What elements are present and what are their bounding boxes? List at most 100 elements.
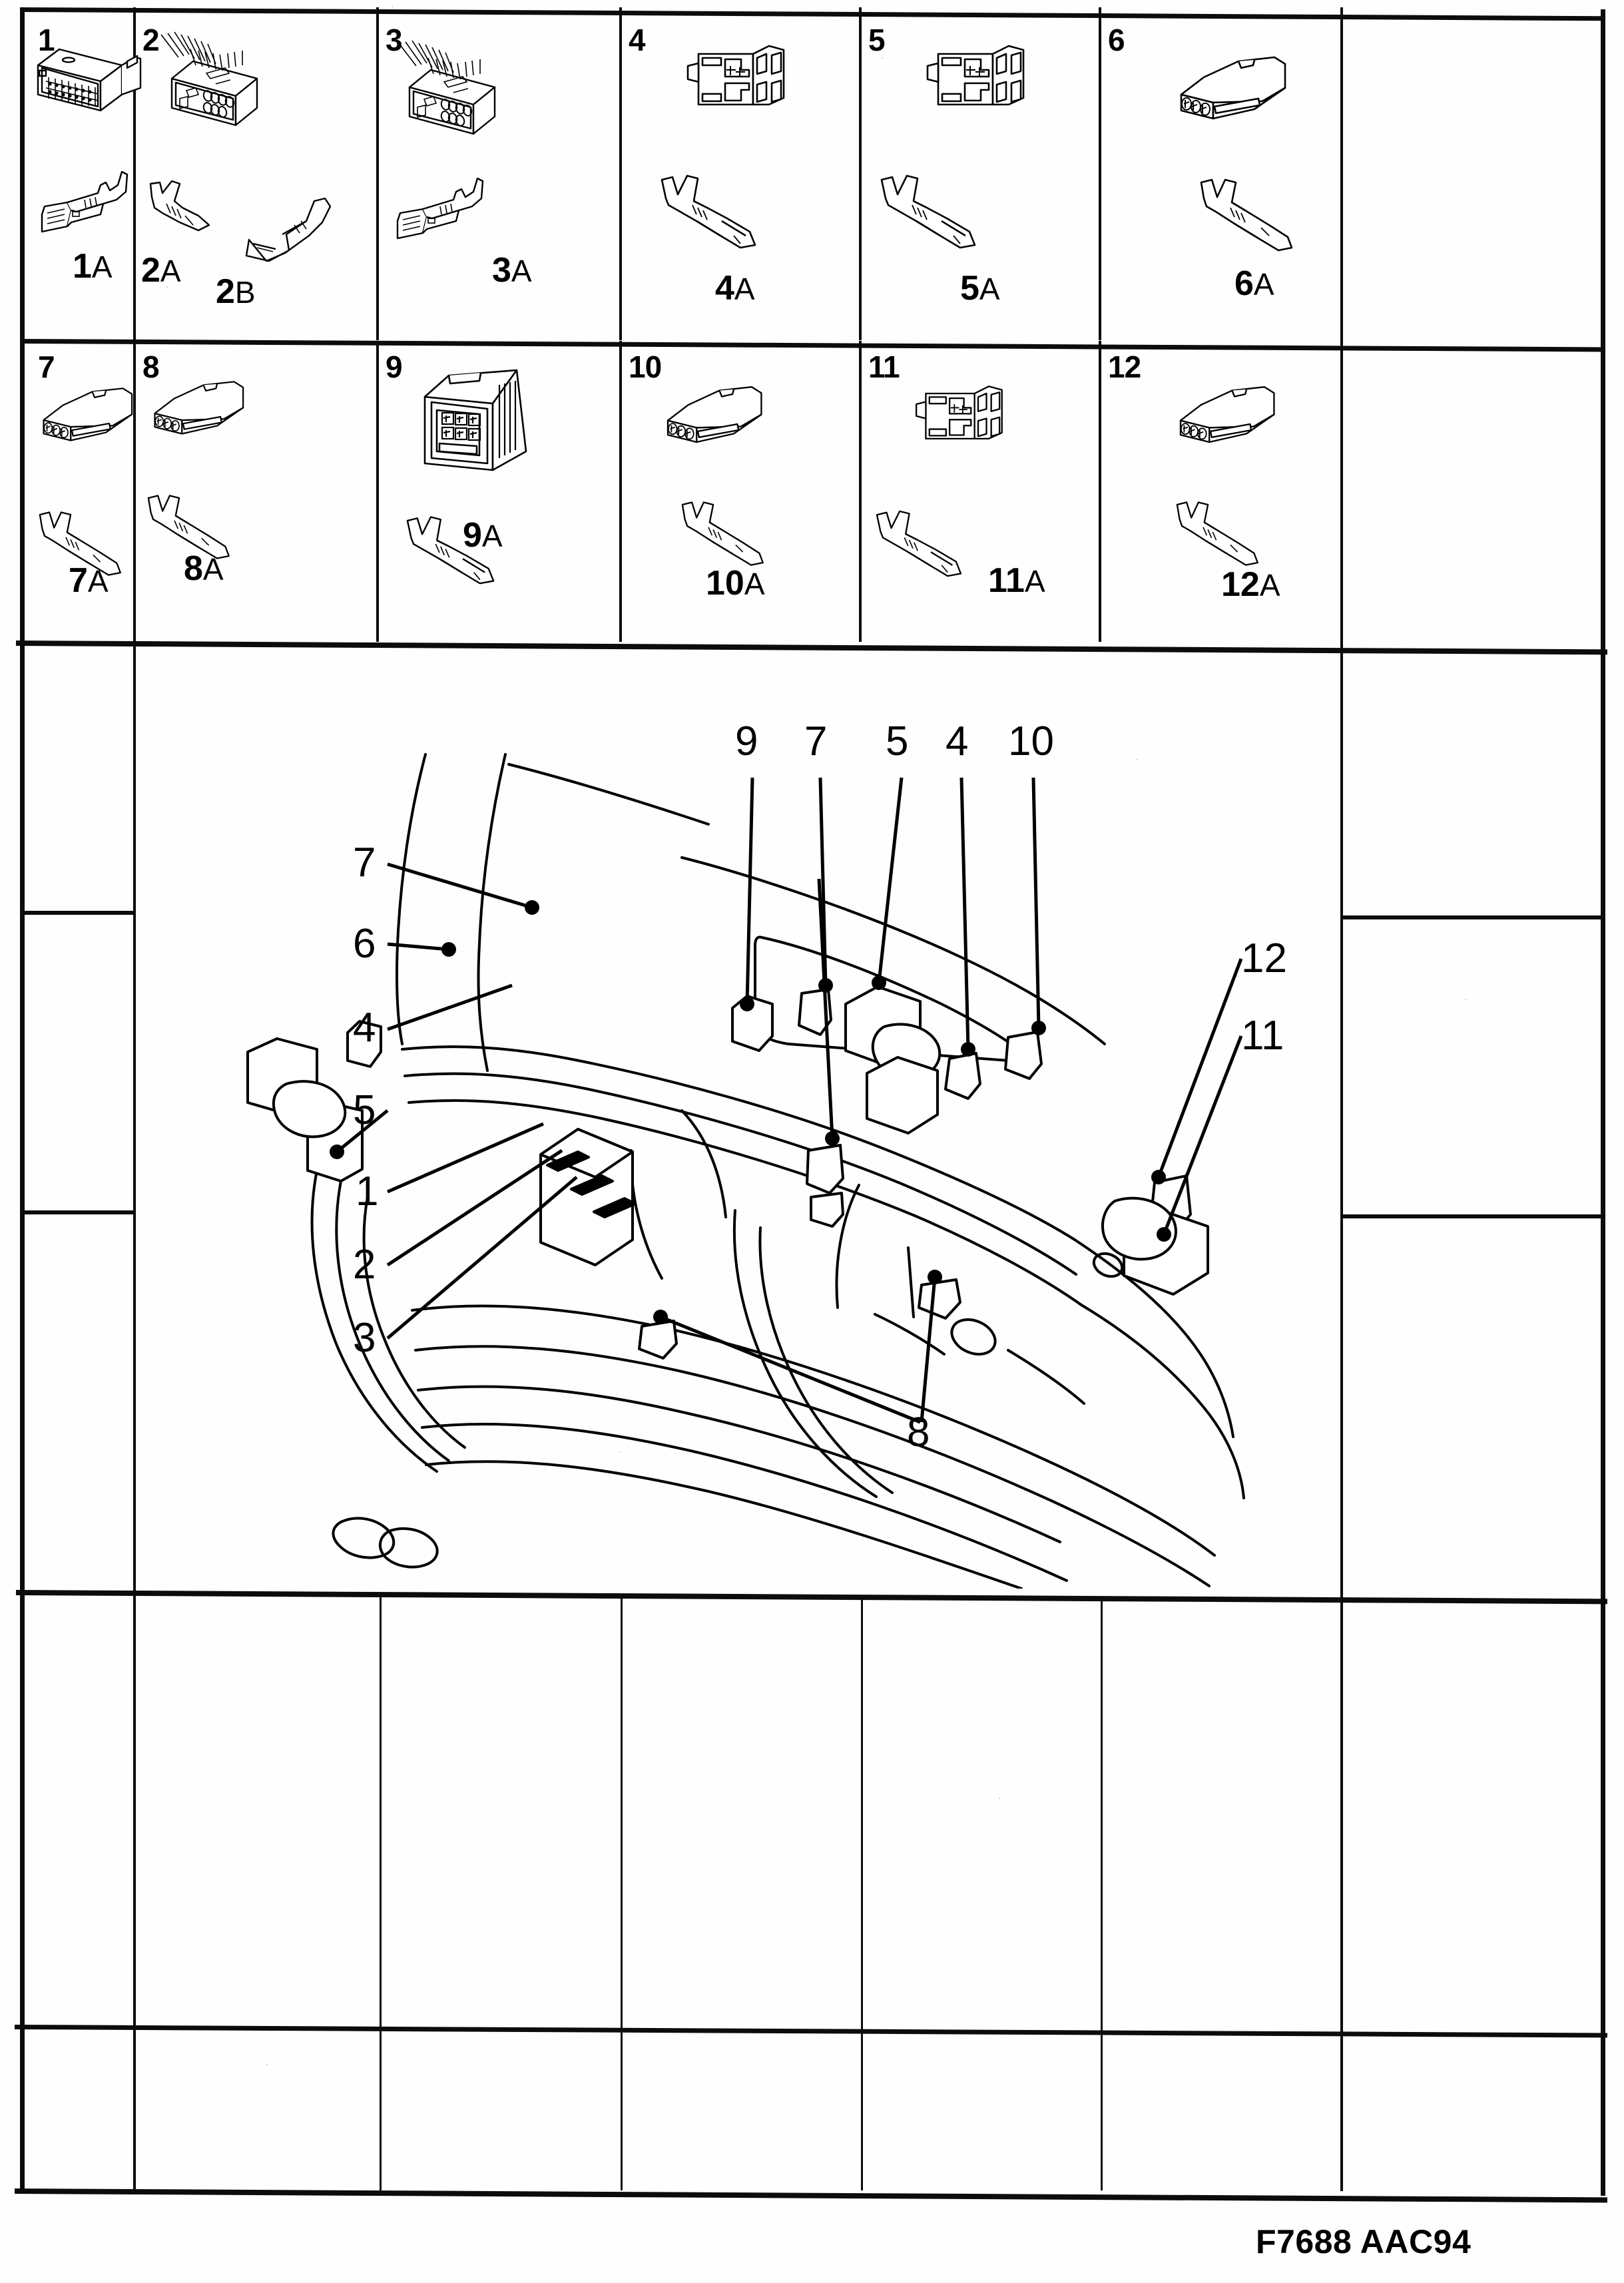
terminal-label-num: 11 xyxy=(988,561,1025,600)
cell-number-1: 1 xyxy=(38,23,55,57)
connector-housing-illustration xyxy=(29,25,148,119)
connector-cell-6[interactable]: 6 xyxy=(1101,12,1340,339)
connector-cell-12[interactable]: 12 xyxy=(1101,344,1340,640)
cell-number-4: 4 xyxy=(629,23,646,57)
connector-cell-5[interactable]: 5 xyxy=(862,12,1099,339)
terminal-label-suffix: A xyxy=(979,272,1000,306)
empty-grid-cell xyxy=(1344,1602,1600,2028)
connector-cell-2[interactable]: 2 xyxy=(136,12,376,339)
callout-9-top: 9 xyxy=(735,718,758,764)
callout-6-left: 6 xyxy=(353,921,376,967)
terminal-label-suffix: A xyxy=(734,272,755,306)
terminal-label-num: 12 xyxy=(1221,565,1260,604)
connector-housing-illustration xyxy=(149,27,282,133)
empty-grid-cell xyxy=(25,2028,378,2188)
empty-grid-cell xyxy=(864,1599,1099,2025)
grid-divider-right-b xyxy=(1341,1214,1605,1218)
connector-housing-illustration xyxy=(662,376,782,449)
terminal-label-num: 10 xyxy=(706,564,744,603)
terminal-label-2b: 2B xyxy=(216,272,256,312)
grid-col-divider-3b xyxy=(619,341,622,642)
terminal-label-num: 5 xyxy=(960,269,979,308)
connector-cell-3[interactable]: 3 xyxy=(379,12,619,339)
terminal-pin-illustration xyxy=(677,500,783,573)
grid-col-divider-4b xyxy=(859,341,862,642)
terminal-label-num: 2 xyxy=(216,272,235,311)
grid-col-divider-5b xyxy=(1099,341,1101,642)
terminal-pin-illustration xyxy=(34,510,140,583)
connector-housing-illustration xyxy=(415,358,562,478)
terminal-label-suffix: A xyxy=(87,564,109,599)
connector-cell-4[interactable]: 4 xyxy=(622,12,859,339)
grid-col-divider-2c xyxy=(380,1593,382,2190)
terminal-label-6a: 6A xyxy=(1234,264,1274,304)
cell-number-12: 12 xyxy=(1108,350,1141,384)
connector-housing-illustration xyxy=(149,369,262,442)
empty-grid-cell xyxy=(1104,1601,1339,2027)
connector-housing-illustration xyxy=(902,377,1021,460)
empty-grid-cell xyxy=(25,1595,378,2021)
cell-number-2: 2 xyxy=(142,23,160,57)
empty-grid-cell xyxy=(624,1598,859,2024)
grid-col-divider-3 xyxy=(619,7,622,340)
grid-border-bottom xyxy=(14,2188,1607,2203)
terminal-pin-illustration xyxy=(871,507,991,587)
cell-number-9: 9 xyxy=(386,350,403,384)
terminal-label-5a: 5A xyxy=(960,268,1000,308)
connector-cell-11[interactable]: 11 xyxy=(862,344,1099,640)
terminal-label-suffix: A xyxy=(1024,564,1045,599)
terminal-label-2a: 2A xyxy=(141,250,181,290)
cell-number-7: 7 xyxy=(38,350,55,384)
terminal-label-suffix: A xyxy=(511,254,532,288)
grid-divider-right-a xyxy=(1341,915,1605,919)
grid-border-right xyxy=(1601,9,1605,2196)
cell-number-8: 8 xyxy=(142,350,160,384)
connector-cell-9[interactable]: 9 xyxy=(379,344,619,640)
callout-11-right: 11 xyxy=(1241,1013,1284,1059)
callout-5-top: 5 xyxy=(886,718,909,764)
callout-12-right: 12 xyxy=(1241,935,1287,981)
connector-cell-7[interactable]: 7 xyxy=(25,344,133,640)
cell-number-11: 11 xyxy=(868,350,900,384)
terminal-label-12a: 12A xyxy=(1221,565,1280,605)
connector-cell-1[interactable]: 1 xyxy=(25,12,142,339)
grid-col-divider-3c xyxy=(621,1594,623,2190)
terminal-pin-illustration xyxy=(396,513,529,593)
terminal-label-10a: 10A xyxy=(706,563,765,603)
cell-number-3: 3 xyxy=(386,23,403,57)
callout-5-left: 5 xyxy=(353,1087,376,1133)
terminal-label-suffix: A xyxy=(1253,267,1274,302)
cell-number-5: 5 xyxy=(868,23,886,57)
terminal-label-4a: 4A xyxy=(715,268,755,308)
connector-housing-illustration xyxy=(672,35,805,128)
terminal-label-num: 3 xyxy=(492,251,511,290)
vehicle-diagram-svg xyxy=(246,753,1245,1590)
callout-3-left: 3 xyxy=(353,1315,376,1361)
terminal-label-num: 2 xyxy=(141,251,160,290)
terminal-label-num: 9 xyxy=(463,516,482,555)
connector-cell-10[interactable]: 10 xyxy=(622,344,859,640)
connector-cell-8[interactable]: 8 xyxy=(136,344,376,640)
grid-col-divider-5 xyxy=(1099,7,1101,340)
terminal-pin-illustration xyxy=(37,165,143,245)
empty-grid-cell xyxy=(383,1597,619,2023)
terminal-pin-illustration xyxy=(392,172,499,252)
callout-2-left: 2 xyxy=(353,1242,376,1288)
grid-border-left xyxy=(20,7,25,2194)
callout-4-left: 4 xyxy=(353,1005,376,1051)
connector-housing-illustration xyxy=(387,35,520,142)
grid-col-divider-1 xyxy=(133,7,136,2191)
callout-7-left: 7 xyxy=(353,840,376,886)
terminal-label-suffix: A xyxy=(202,552,224,587)
terminal-pin-illustration-b xyxy=(242,192,349,265)
empty-grid-cell xyxy=(383,2029,619,2189)
terminal-label-suffix: A xyxy=(1259,568,1280,603)
grid-divider-left-b xyxy=(22,1210,135,1214)
grid-col-divider-4 xyxy=(859,7,862,340)
terminal-pin-illustration xyxy=(655,172,788,258)
vehicle-location-diagram: 9 7 5 4 10 7 6 4 5 1 2 3 12 11 8 xyxy=(136,644,1340,1590)
connector-housing-illustration xyxy=(912,35,1045,128)
terminal-label-num: 6 xyxy=(1234,264,1254,303)
terminal-label-9a: 9A xyxy=(463,515,503,555)
